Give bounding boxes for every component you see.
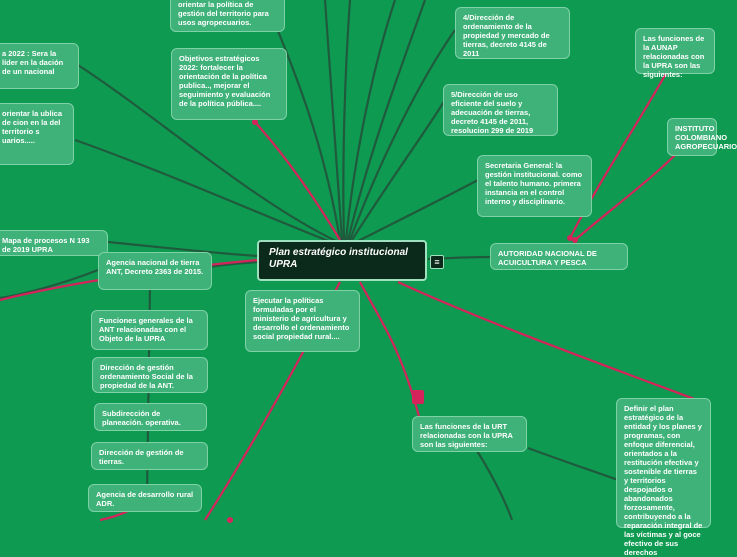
menu-icon[interactable]: ≡ <box>430 255 444 269</box>
line-to-secretaria <box>355 179 479 243</box>
pink-line-objetivos <box>254 121 341 241</box>
node-dir4[interactable]: 4/Dirección de ordenamiento de la propie… <box>455 7 570 59</box>
node-dir-gestion-tierras[interactable]: Dirección de gestión de tierras. <box>91 442 208 470</box>
pink-line-urt <box>359 281 422 421</box>
square-marker[interactable] <box>412 390 424 404</box>
node-instituto[interactable]: INSTITUTO COLOMBIANO AGROPECUARIO <box>667 118 737 156</box>
dot-4 <box>227 517 233 523</box>
node-autoridad[interactable]: AUTORIDAD NACIONAL DE ACUICULTURA Y PESC… <box>490 243 628 270</box>
dot-1 <box>252 119 258 125</box>
line-to-top-edge-3 <box>344 0 397 241</box>
node-orientar-politica[interactable]: orientar la política de gestión del terr… <box>170 0 285 32</box>
line-to-top-edge-1 <box>323 0 344 241</box>
node-orientar-left[interactable]: orientar la ublica de cion en la del ter… <box>0 103 74 165</box>
pink-line-aunap <box>569 69 669 239</box>
line-to-vision <box>69 59 339 243</box>
line-to-dir4 <box>348 29 456 241</box>
node-secretaria[interactable]: Secretaria General: la gestión instituci… <box>477 155 592 217</box>
node-subdireccion[interactable]: Subdirección de planeación. operativa. <box>94 403 207 431</box>
node-urt-funciones[interactable]: Las funciones de la URT relacionadas con… <box>412 416 527 452</box>
line-to-top-edge-4 <box>346 0 427 241</box>
line-urt-to-bottom <box>469 439 514 521</box>
node-mapa-procesos[interactable]: Mapa de procesos N 193 de 2019 UPRA <box>0 230 108 256</box>
node-ejecutar[interactable]: Ejecutar la políticas formuladas por el … <box>245 290 360 352</box>
line-to-mapa <box>107 240 259 258</box>
central-topic[interactable]: Plan estratégico institucional UPRA <box>257 240 427 281</box>
line-urt-to-definir <box>527 446 619 482</box>
line-to-orientar-left <box>74 138 337 246</box>
node-dir-gestion-social[interactable]: Dirección de gestión ordenamiento Social… <box>92 357 208 393</box>
node-adr[interactable]: Agencia de desarrollo rural ADR. <box>88 484 202 512</box>
node-aunap-funciones[interactable]: Las funciones de la AUNAP relacionadas c… <box>635 28 715 79</box>
line-ant-to-left <box>0 268 99 300</box>
node-objetivos-2022[interactable]: Objetivos estratégicos 2022: fortalecer … <box>171 48 287 120</box>
dot-3 <box>567 235 573 241</box>
line-to-top-edge-2 <box>342 0 352 241</box>
pink-line-right <box>397 281 698 402</box>
node-vision-2022[interactable]: a 2022 : Sera la líder en la dación de u… <box>0 43 79 89</box>
node-ant[interactable]: Agencia nacional de tierra ANT, Decreto … <box>98 252 212 290</box>
line-to-orientar-politica <box>268 9 342 241</box>
node-funciones-ant[interactable]: Funciones generales de la ANT relacionad… <box>91 310 208 350</box>
node-dir5[interactable]: 5/Dirección de uso eficiente del suelo y… <box>443 84 558 136</box>
pink-dots <box>227 119 578 523</box>
pink-line-instituto <box>574 154 676 241</box>
dot-2 <box>572 237 578 243</box>
node-definir-plan[interactable]: Definir el plan estratégico de la entida… <box>616 398 711 557</box>
line-to-dir5 <box>351 99 446 241</box>
